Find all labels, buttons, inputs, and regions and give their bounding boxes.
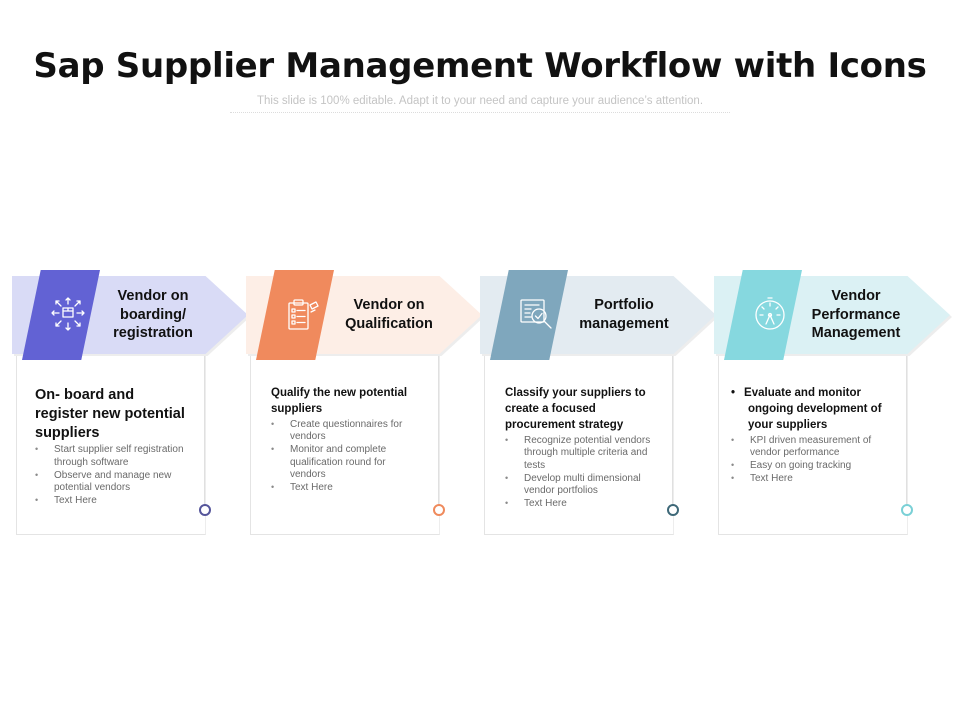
step-label: Portfolio management (579, 297, 669, 332)
connector-line (204, 356, 205, 504)
bullet-item: Create questionnaires for vendors (271, 419, 421, 444)
gauge-icon (755, 297, 785, 330)
step-label: Vendor on boarding/ registration (113, 287, 193, 342)
heading-bullet (731, 387, 744, 399)
step-heading: Qualify the new potential suppliers (271, 387, 408, 415)
step-heading: Evaluate and monitor ongoing development… (731, 386, 899, 434)
step-heading: Classify your suppliers to create a focu… (505, 387, 646, 431)
step-card: On- board and register new potential sup… (16, 356, 206, 535)
checklist-icon (288, 299, 319, 330)
step-card: Qualify the new potential suppliers Crea… (250, 356, 440, 535)
workflow-step-portfolio: Portfolio management Classify your suppl… (480, 270, 720, 545)
bullet-item: Text Here (731, 473, 899, 486)
slide-title: Sap Supplier Management Workflow with Ic… (33, 46, 927, 86)
workflow-step-performance: Vendor Performance Management Evaluate a… (714, 270, 954, 545)
subtitle-divider (230, 112, 730, 115)
document-search-icon (520, 299, 552, 329)
connector-ring (667, 504, 679, 516)
step-heading: On- board and register new potential sup… (35, 387, 185, 442)
connector-ring (433, 504, 445, 516)
connector-line (438, 356, 439, 504)
step-bullets: Recognize potential vendors through mult… (505, 435, 665, 511)
bullet-item: Observe and manage new potential vendors (35, 470, 185, 495)
step-bullets: KPI driven measurement of vendor perform… (731, 435, 899, 486)
bullet-item: Text Here (505, 498, 665, 511)
bullet-item: Monitor and complete qualification round… (271, 444, 421, 482)
step-heading-text: Evaluate and monitor ongoing development… (744, 387, 882, 431)
step-label: Vendor Performance Management (811, 287, 901, 342)
connector-ring (199, 504, 211, 516)
connector-line (906, 356, 907, 504)
step-card: Classify your suppliers to create a focu… (484, 356, 674, 535)
slide-subtitle: This slide is 100% editable. Adapt it to… (256, 95, 704, 107)
box-expand-icon (51, 297, 85, 331)
bullet-item: Develop multi dimensional vendor portfol… (505, 473, 665, 498)
step-label: Vendor on Qualification (345, 297, 433, 332)
bullet-item: Text Here (35, 495, 185, 508)
bullet-item: KPI driven measurement of vendor perform… (731, 435, 899, 460)
workflow-step-qualification: Vendor on Qualification Qualify the new … (246, 270, 486, 545)
step-bullets: Create questionnaires for vendors Monito… (271, 419, 421, 495)
connector-ring (901, 504, 913, 516)
workflow-step-onboarding: Vendor on boarding/ registration On- boa… (12, 270, 252, 545)
step-card: Evaluate and monitor ongoing development… (718, 356, 908, 535)
bullet-item: Easy on going tracking (731, 460, 899, 473)
bullet-item: Text Here (271, 482, 421, 495)
bullet-item: Recognize potential vendors through mult… (505, 435, 665, 473)
step-bullets: Start supplier self registration through… (35, 444, 185, 507)
connector-line (672, 356, 673, 504)
bullet-item: Start supplier self registration through… (35, 444, 185, 469)
